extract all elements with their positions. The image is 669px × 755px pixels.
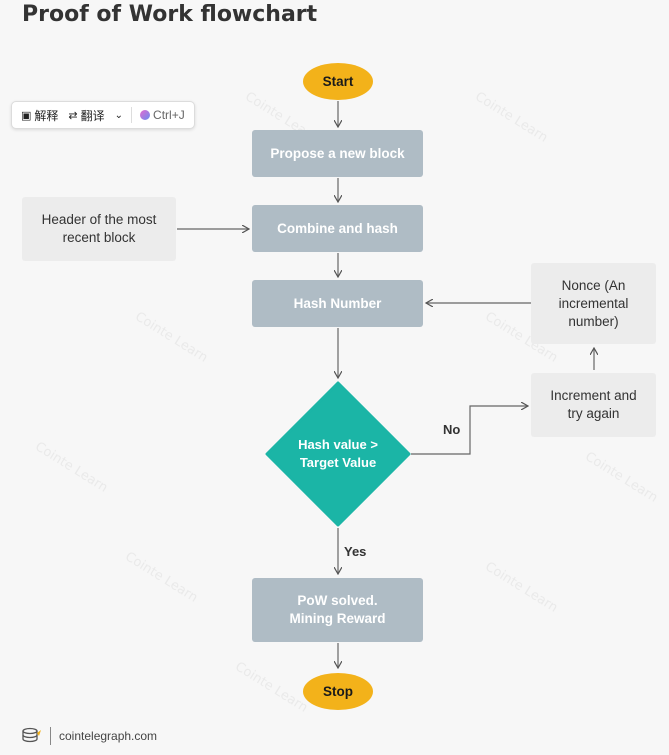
brain-icon xyxy=(140,110,151,120)
pow-solved-step: PoW solved. Mining Reward xyxy=(252,578,423,642)
translate-dropdown[interactable]: ⌄ xyxy=(110,102,128,128)
footer: cointelegraph.com xyxy=(22,727,157,745)
translate-icon: ⇄ xyxy=(68,109,78,122)
cointelegraph-logo-icon xyxy=(22,727,41,743)
explain-button[interactable]: ▣ 解释 xyxy=(16,102,63,128)
propose-block-step: Propose a new block xyxy=(252,130,423,177)
combine-hash-step: Combine and hash xyxy=(252,205,423,252)
translate-toolbar: ▣ 解释 ⇄ 翻译 ⌄ Ctrl+J xyxy=(11,101,195,129)
footer-divider xyxy=(50,727,51,745)
assistant-button[interactable]: Ctrl+J xyxy=(135,102,190,128)
decision-diamond-shape xyxy=(265,381,411,527)
source-link[interactable]: cointelegraph.com xyxy=(59,729,158,743)
explain-label: 解释 xyxy=(34,108,59,123)
toolbar-divider xyxy=(131,107,133,123)
hash-number-step: Hash Number xyxy=(252,280,423,327)
yes-label: Yes xyxy=(344,544,367,559)
chevron-down-icon: ⌄ xyxy=(114,109,124,121)
increment-box: Increment and try again xyxy=(531,373,656,437)
header-recent-block: Header of the most recent block xyxy=(22,197,176,261)
arrow-decision-increment xyxy=(411,406,528,455)
translate-button[interactable]: ⇄ 翻译 xyxy=(63,102,109,128)
stop-node: Stop xyxy=(303,673,373,710)
no-label: No xyxy=(443,422,461,437)
book-icon: ▣ xyxy=(21,109,32,122)
start-node: Start xyxy=(303,63,373,100)
page-title: Proof of Work flowchart xyxy=(22,2,318,27)
nonce-box: Nonce (An incremental number) xyxy=(531,263,656,344)
translate-label: 翻译 xyxy=(80,108,105,123)
shortcut-label: Ctrl+J xyxy=(153,108,185,122)
decision-label: Hash value > Target Value xyxy=(298,437,378,470)
